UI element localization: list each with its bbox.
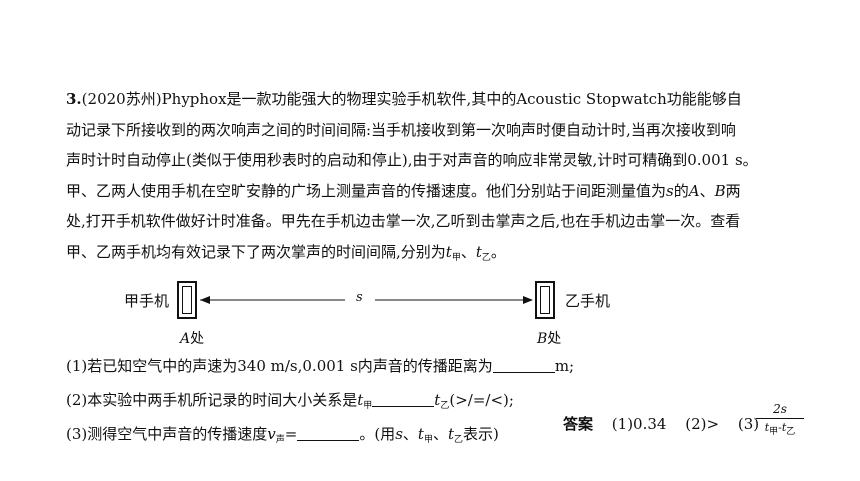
right-phone-screen xyxy=(540,286,550,314)
q3-v: v xyxy=(267,425,276,443)
problem-text-1: Phyphox是一款功能强大的物理实验手机软件,其中的Acoustic Stop… xyxy=(161,90,742,108)
distance-label: s xyxy=(356,290,363,305)
left-phone xyxy=(177,281,197,319)
var-t-jia: t xyxy=(445,243,452,261)
question-1-unit: m; xyxy=(554,357,575,375)
question-1: (1)若已知空气中的声速为340 m/s,0.001 s内声音的传播距离为 m; xyxy=(66,356,574,376)
problem-text-2: 动记录下所接收到的两次响声之间的时间间隔:当手机接收到第一次响声时便自动计时,当… xyxy=(66,121,736,139)
problem-line-2: 动记录下所接收到的两次响声之间的时间间隔:当手机接收到第一次响声时便自动计时,当… xyxy=(66,120,736,140)
question-1-text: (1)若已知空气中的声速为340 m/s,0.001 s内声音的传播距离为 xyxy=(66,357,493,375)
question-2-text: (2)本实验中两手机所记录的时间大小关系是 xyxy=(66,391,358,409)
left-phone-screen xyxy=(182,286,192,314)
answer-2: (2)> xyxy=(685,415,720,433)
q3-sub-sheng: 声 xyxy=(275,435,285,445)
fraction-numerator: 2s xyxy=(756,402,804,419)
q2-t-yi: t xyxy=(434,391,441,409)
problem-number: 3. xyxy=(66,90,82,108)
answer-blank-2[interactable] xyxy=(372,392,435,407)
q3-hint: 。(用 xyxy=(359,425,396,443)
problem-line-5: 处,打开手机软件做好计时准备。甲先在手机边击掌一次,乙听到击掌声之后,也在手机边… xyxy=(66,211,740,231)
arrow-head-left xyxy=(200,296,210,304)
problem-line-4: 甲、乙两人使用手机在空旷安静的广场上测量声音的传播速度。他们分别站于间距测量值为… xyxy=(66,181,741,201)
problem-line-1: 3.(2020苏州)Phyphox是一款功能强大的物理实验手机软件,其中的Aco… xyxy=(66,89,742,109)
right-phone xyxy=(535,281,555,319)
question-3: (3)测得空气中声音的传播速度v声=。(用s、t甲、t乙表示) xyxy=(66,424,499,450)
q3-t-jia: t xyxy=(417,425,424,443)
problem-text-4c: 、 xyxy=(699,182,715,200)
question-3-text: (3)测得空气中声音的传播速度 xyxy=(66,425,268,443)
problem-end: 。 xyxy=(490,243,506,261)
fraction-denominator: t甲-t乙 xyxy=(764,421,796,437)
q2-t-jia: t xyxy=(357,391,364,409)
sub-yi: 乙 xyxy=(481,253,491,263)
problem-line-3: 声时计时自动停止(类似于使用秒表时的启动和停止),由于对声音的响应非常灵敏,计时… xyxy=(66,150,758,170)
problem-text-6: 甲、乙两手机均有效记录下了两次掌声的时间间隔,分别为 xyxy=(66,243,446,261)
answer-blank-1[interactable] xyxy=(492,358,555,373)
answer-fraction: 2s t甲-t乙 xyxy=(756,402,804,437)
problem-text-4b: 的 xyxy=(673,182,689,200)
problem-dun: 、 xyxy=(460,243,476,261)
problem-text-3: 声时计时自动停止(类似于使用秒表时的启动和停止),由于对声音的响应非常灵敏,计时… xyxy=(66,151,758,169)
var-s: s xyxy=(666,182,674,200)
sub-jia: 甲 xyxy=(451,253,461,263)
q2-sub-yi: 乙 xyxy=(440,401,450,411)
q3-dun1: 、 xyxy=(402,425,418,443)
problem-text-5: 处,打开手机软件做好计时准备。甲先在手机边击掌一次,乙听到击掌声之后,也在手机边… xyxy=(66,212,741,230)
answer-line: 答案 (1)0.34 (2)> (3) xyxy=(563,414,759,434)
q3-sub-jia: 甲 xyxy=(423,435,433,445)
problem-text-4d: 两 xyxy=(725,182,741,200)
q2-sub-jia: 甲 xyxy=(363,401,373,411)
question-2-options: (>/=/<); xyxy=(449,391,514,409)
point-b-label: B处 xyxy=(537,331,562,347)
q3-t-yi: t xyxy=(447,425,454,443)
q3-dun2: 、 xyxy=(432,425,448,443)
var-t-yi: t xyxy=(475,243,482,261)
problem-source: (2020苏州) xyxy=(81,90,162,108)
problem-line-6: 甲、乙两手机均有效记录下了两次掌声的时间间隔,分别为t甲、t乙。 xyxy=(66,242,506,268)
arrow-head-right xyxy=(523,296,533,304)
var-b: B xyxy=(714,182,726,200)
problem-text-4a: 甲、乙两人使用手机在空旷安静的广场上测量声音的传播速度。他们分别站于间距测量值为 xyxy=(66,182,667,200)
answer-blank-3[interactable] xyxy=(297,426,360,441)
answer-1: (1)0.34 xyxy=(611,415,667,433)
var-a: A xyxy=(688,182,700,200)
point-a-label: A处 xyxy=(180,331,205,347)
q3-end: 表示) xyxy=(463,425,499,443)
answer-3: (3) xyxy=(737,415,760,433)
q3-sub-yi: 乙 xyxy=(454,435,464,445)
right-phone-label: 乙手机 xyxy=(565,292,611,310)
left-phone-label: 甲手机 xyxy=(124,292,170,310)
q3-s: s xyxy=(395,425,403,443)
answer-label: 答案 xyxy=(563,415,594,433)
q3-eq: = xyxy=(284,425,298,443)
